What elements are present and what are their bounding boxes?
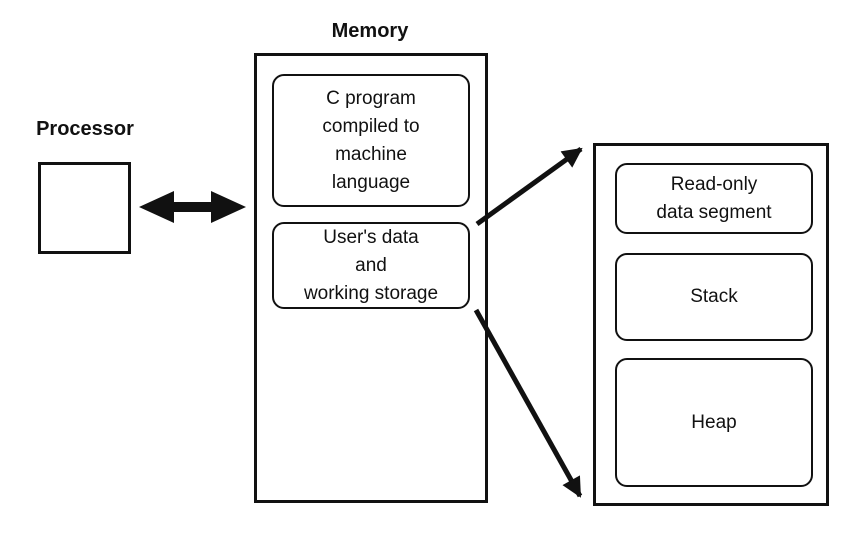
processor-label: Processor [36, 118, 134, 140]
arrow-user-data-to-bottom-icon [473, 308, 583, 498]
segment-stack: Stack [615, 253, 813, 341]
segment-read-only-label: Read-only data segment [656, 173, 772, 223]
bidirectional-arrow-icon [139, 191, 246, 223]
segment-stack-label: Stack [690, 286, 738, 307]
memory-block-code-label: C program compiled to machine language [322, 87, 420, 193]
memory-block-code: C program compiled to machine language [272, 74, 470, 207]
segment-heap-label: Heap [691, 411, 737, 433]
memory-block-user-data: User's data and working storage [272, 222, 470, 309]
arrow-user-data-to-top-icon [475, 146, 583, 227]
processor-box [38, 162, 131, 254]
segment-read-only: Read-only data segment [615, 163, 813, 234]
segment-heap: Heap [615, 358, 813, 487]
memory-block-user-data-label: User's data and working storage [303, 226, 439, 304]
memory-title: Memory [331, 20, 409, 42]
